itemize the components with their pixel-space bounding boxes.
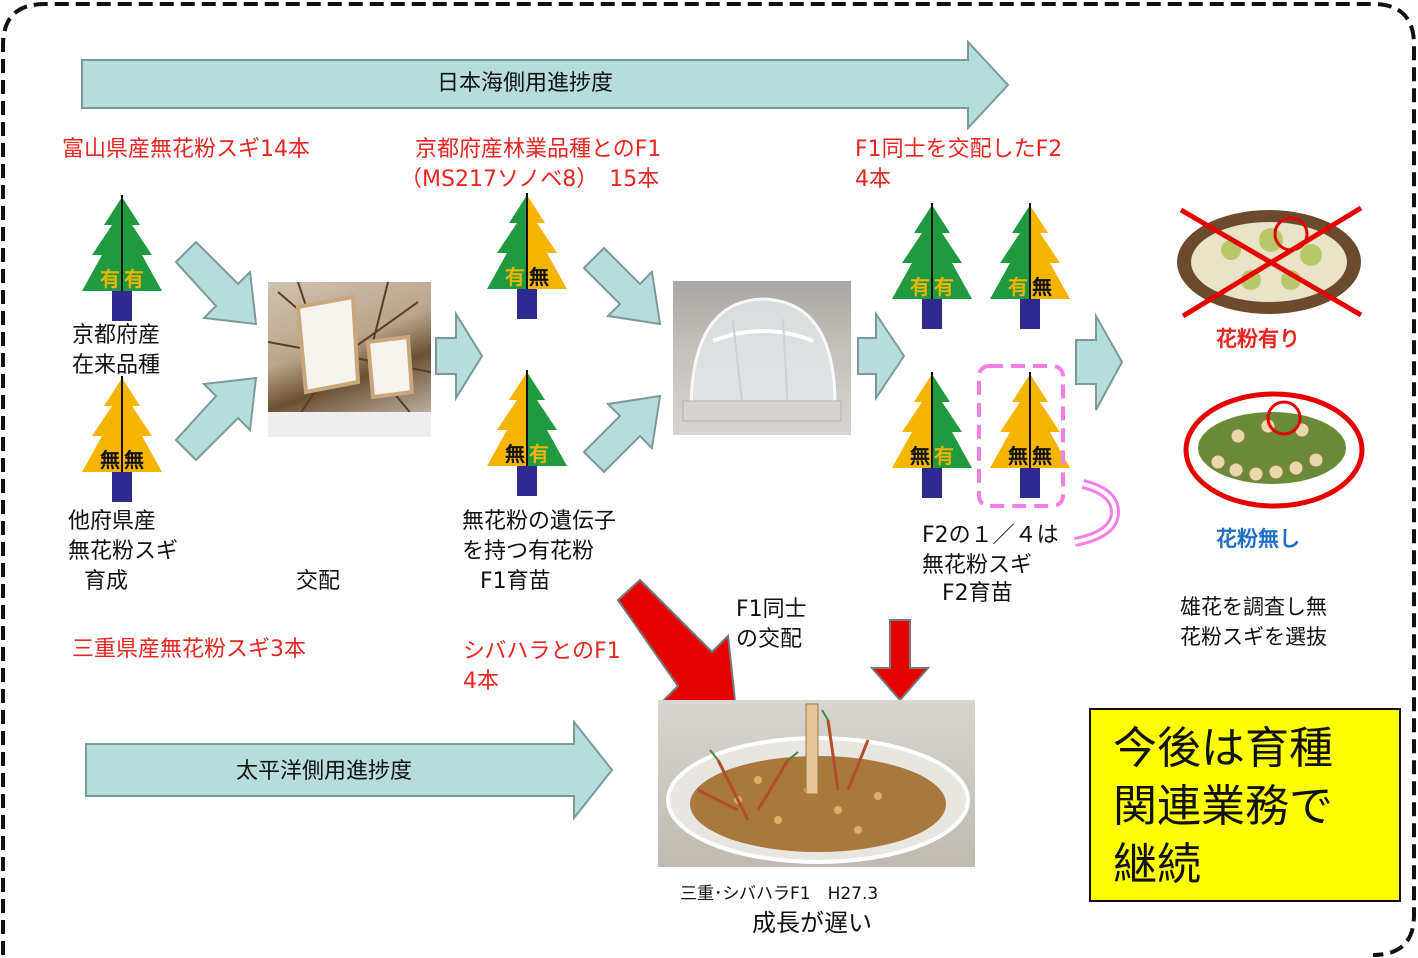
heading-f2-2: 4本 bbox=[855, 167, 891, 192]
heading-kyoto-f1-2: （MS217ソノベ8） 15本 bbox=[400, 167, 660, 192]
gene-label-left: 無 bbox=[100, 448, 120, 472]
label-f1-desc-3: F1育苗 bbox=[480, 569, 551, 594]
tree-shape bbox=[990, 372, 1070, 498]
gene-label-left: 無 bbox=[1008, 444, 1028, 468]
gene-label-right: 無 bbox=[124, 448, 144, 472]
note-box: 今後は育種 関連業務で 継続 bbox=[1089, 708, 1401, 902]
gene-label-left: 無 bbox=[505, 442, 525, 466]
label-f1-cross-1: F1同士 bbox=[736, 597, 807, 622]
tree-kyoto-native: 有有 bbox=[82, 195, 162, 325]
photo-flower-pollen-free bbox=[1178, 384, 1370, 512]
tree-shape bbox=[82, 376, 162, 502]
tree-shape bbox=[487, 370, 567, 496]
tree-f2-b: 有無 bbox=[990, 203, 1070, 333]
progress-arrow-japan-sea: 日本海側用進捗度 bbox=[80, 40, 1010, 130]
tree-shape bbox=[82, 195, 162, 321]
tree-f2-c: 無有 bbox=[892, 372, 972, 502]
tree-f1-b: 無有 bbox=[487, 370, 567, 500]
label-other-pref-2: 無花粉スギ bbox=[68, 539, 179, 564]
photo-flower-with-pollen bbox=[1171, 200, 1367, 322]
heading-mie: 三重県産無花粉スギ3本 bbox=[72, 637, 306, 662]
progress-arrow-pacific: 太平洋側用進捗度 bbox=[84, 720, 614, 820]
gene-label-right: 有 bbox=[934, 444, 954, 468]
heading-kyoto-f1-1: 京都府産林業品種とのF1 bbox=[415, 137, 662, 162]
gene-label-right: 有 bbox=[934, 275, 954, 299]
tree-shape bbox=[892, 372, 972, 498]
tree-f2-d: 無無 bbox=[990, 372, 1070, 502]
label-f1-cross-2: の交配 bbox=[736, 627, 803, 652]
note-line-2: 関連業務で bbox=[1113, 781, 1333, 832]
tree-f1-a: 有無 bbox=[487, 193, 567, 323]
gene-label-right: 有 bbox=[124, 267, 144, 291]
label-select-1: 雄花を調査し無 bbox=[1180, 595, 1327, 619]
note-line-3: 継続 bbox=[1113, 839, 1201, 890]
highlight-box bbox=[977, 364, 1121, 547]
label-kyoto-native-1: 京都府産 bbox=[72, 323, 161, 348]
label-cross: 交配 bbox=[296, 569, 341, 594]
tree-shape bbox=[892, 203, 972, 329]
progress-label-pacific: 太平洋側用進捗度 bbox=[235, 759, 412, 784]
tree-f2-a: 有有 bbox=[892, 203, 972, 333]
label-f1-desc-1: 無花粉の遺伝子 bbox=[462, 509, 617, 534]
label-select-2: 花粉スギを選抜 bbox=[1180, 625, 1327, 649]
heading-toyama: 富山県産無花粉スギ14本 bbox=[62, 137, 310, 162]
gene-label-left: 有 bbox=[100, 267, 120, 291]
label-other-pref-3: 育成 bbox=[84, 569, 129, 594]
heading-shibahara-1: シバハラとのF1 bbox=[463, 639, 621, 664]
label-f2-desc-3: F2育苗 bbox=[942, 581, 1013, 606]
label-f2-desc-2: 無花粉スギ bbox=[922, 553, 1033, 578]
photo-greenhouse-dome bbox=[673, 281, 851, 435]
label-pollen-yes: 花粉有り bbox=[1216, 327, 1300, 351]
tree-other-pref: 無無 bbox=[82, 376, 162, 506]
progress-label-japan-sea: 日本海側用進捗度 bbox=[436, 71, 613, 96]
gene-label-left: 無 bbox=[910, 444, 930, 468]
gene-label-right: 有 bbox=[529, 442, 549, 466]
heading-f2-1: F1同士を交配したF2 bbox=[855, 137, 1063, 162]
gene-label-right: 無 bbox=[529, 265, 549, 289]
label-kyoto-native-2: 在来品種 bbox=[72, 353, 161, 378]
photo-seedlings-pot bbox=[658, 700, 975, 867]
photo-caption: 三重･シバハラF1 H27.3 bbox=[680, 884, 879, 904]
gene-label-left: 有 bbox=[505, 265, 525, 289]
gene-label-right: 無 bbox=[1032, 275, 1052, 299]
label-f2-desc-1: F2の１／４は bbox=[922, 523, 1059, 548]
tree-shape bbox=[990, 203, 1070, 329]
photo-crossing-bags bbox=[268, 282, 431, 437]
label-other-pref-1: 他府県産 bbox=[68, 509, 157, 534]
gene-label-left: 有 bbox=[910, 275, 930, 299]
label-slow-growth: 成長が遅い bbox=[752, 909, 872, 937]
label-f1-desc-2: を持つ有花粉 bbox=[462, 539, 595, 564]
label-pollen-no: 花粉無し bbox=[1216, 527, 1300, 551]
gene-label-left: 有 bbox=[1008, 275, 1028, 299]
gene-label-right: 無 bbox=[1032, 444, 1052, 468]
heading-shibahara-2: 4本 bbox=[463, 669, 499, 694]
note-line-1: 今後は育種 bbox=[1113, 723, 1333, 774]
tree-shape bbox=[487, 193, 567, 319]
